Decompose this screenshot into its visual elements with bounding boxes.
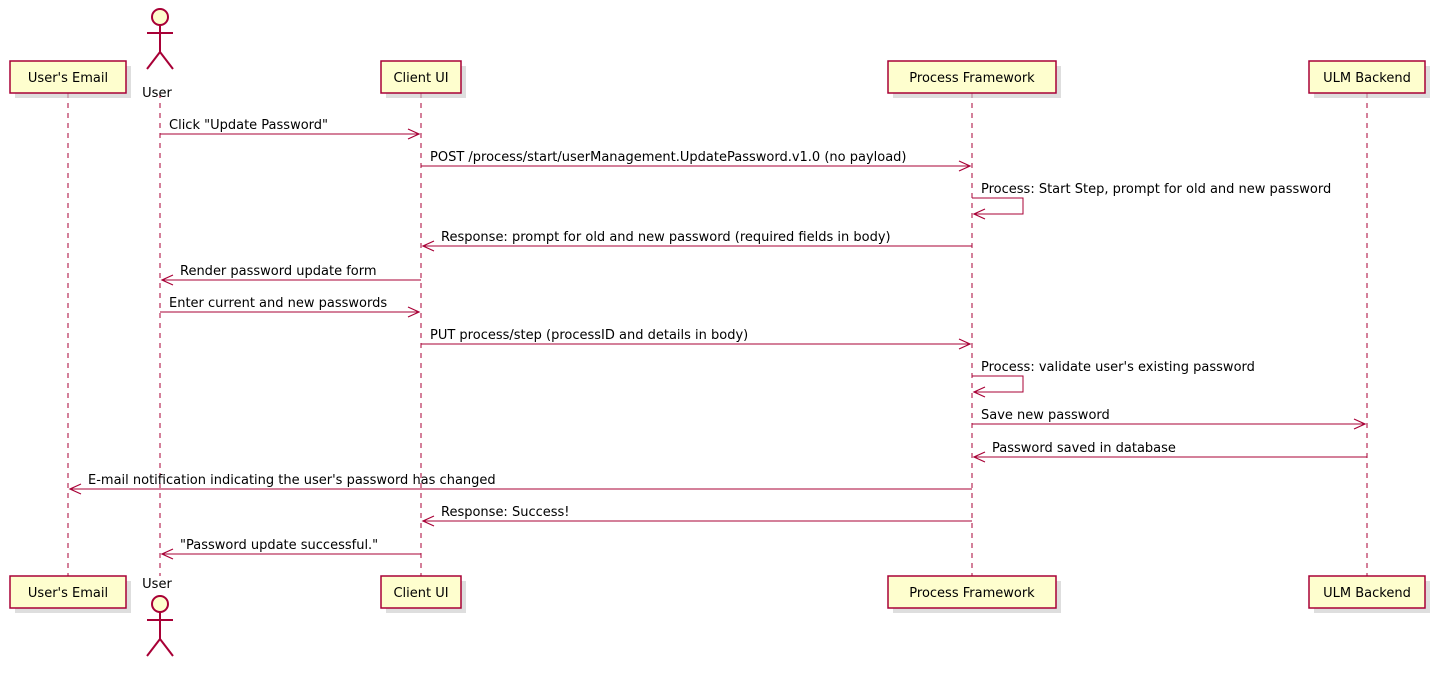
participant-ulm-bottom: ULM Backend: [1308, 575, 1430, 613]
message-label: PUT process/step (processID and details …: [430, 328, 748, 343]
message-5: Render password update form: [160, 264, 421, 286]
message-10: Password saved in database: [972, 441, 1367, 463]
message-2: POST /process/start/userManagement.Updat…: [421, 150, 972, 172]
actor-figure-bottom: [146, 595, 174, 657]
participant-pf-top: Process Framework: [887, 60, 1061, 98]
participant-client-bottom: Client UI: [380, 575, 466, 613]
message-label: POST /process/start/userManagement.Updat…: [430, 150, 907, 165]
actor-label-bottom: User: [142, 577, 172, 592]
participant-email-bottom: User's Email: [9, 575, 131, 613]
message-label: Process: Start Step, prompt for old and …: [981, 182, 1331, 197]
message-8: Process: validate user's existing passwo…: [972, 360, 1255, 398]
message-label: Response: Success!: [441, 505, 570, 520]
participant-label: ULM Backend: [1323, 586, 1411, 601]
message-12: Response: Success!: [421, 505, 972, 527]
message-9: Save new password: [972, 408, 1367, 430]
participant-label: User's Email: [28, 71, 108, 86]
message-label: "Password update successful.": [180, 538, 378, 553]
message-1: Click "Update Password": [160, 118, 421, 140]
message-6: Enter current and new passwords: [160, 296, 421, 318]
message-4: Response: prompt for old and new passwor…: [421, 230, 972, 252]
message-label: Response: prompt for old and new passwor…: [441, 230, 891, 245]
message-label: Save new password: [981, 408, 1110, 423]
actor-figure-top: [146, 8, 174, 70]
participant-email-top: User's Email: [9, 60, 131, 98]
message-11: E-mail notification indicating the user'…: [68, 473, 972, 495]
participant-label: User's Email: [28, 586, 108, 601]
message-label: Click "Update Password": [169, 118, 328, 133]
actor-label-top: User: [142, 86, 172, 101]
participant-label: Client UI: [393, 586, 448, 601]
message-label: Process: validate user's existing passwo…: [981, 360, 1255, 375]
message-label: Password saved in database: [992, 441, 1176, 456]
participant-label: Client UI: [393, 71, 448, 86]
participant-pf-bottom: Process Framework: [887, 575, 1061, 613]
participant-ulm-top: ULM Backend: [1308, 60, 1430, 98]
message-label: E-mail notification indicating the user'…: [88, 473, 496, 488]
message-label: Render password update form: [180, 264, 377, 279]
message-13: "Password update successful.": [160, 538, 421, 560]
participant-client-top: Client UI: [380, 60, 466, 98]
message-7: PUT process/step (processID and details …: [421, 328, 972, 350]
participant-label: ULM Backend: [1323, 71, 1411, 86]
message-label: Enter current and new passwords: [169, 296, 387, 311]
participant-label: Process Framework: [909, 586, 1035, 601]
message-3: Process: Start Step, prompt for old and …: [972, 182, 1331, 220]
participant-label: Process Framework: [909, 71, 1035, 86]
